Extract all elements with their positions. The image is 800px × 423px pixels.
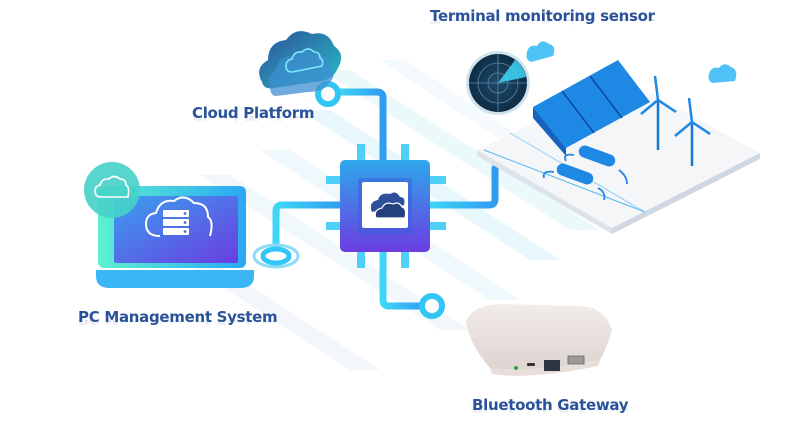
bluetooth-gateway-illustration — [466, 304, 612, 376]
pc-management-system-label: PC Management System PC Management Syste… — [78, 308, 278, 328]
radar-icon — [466, 51, 530, 115]
terminal-sensor-illustration — [466, 41, 760, 234]
cloud-badge — [84, 162, 140, 218]
cloud-platform-label: Cloud Platform Cloud Platform — [192, 104, 315, 124]
status-led — [514, 366, 518, 370]
circuit-traces — [272, 88, 499, 310]
resistor-icon — [542, 145, 628, 201]
chip-cloud-icon — [370, 192, 407, 219]
terminal-monitoring-sensor-label: Terminal monitoring sensor Terminal moni… — [430, 7, 655, 27]
trace-to-terminal — [424, 164, 499, 209]
cloud-outline-icon — [285, 48, 324, 73]
trace-to-cloud — [331, 88, 387, 164]
gateway-connector-ring — [419, 293, 445, 319]
usb-port — [567, 355, 585, 365]
server-stack-icon — [163, 210, 189, 235]
pc-connector-ring — [252, 243, 300, 269]
bluetooth-gateway-label: Bluetooth Gateway Bluetooth Gateway — [472, 396, 629, 416]
pc-management-illustration — [84, 162, 254, 288]
cloud-platform-illustration — [259, 31, 342, 96]
cloud-badge-icon — [94, 175, 130, 198]
wind-turbine-icon — [640, 75, 711, 166]
micro-usb-port — [527, 363, 535, 366]
ethernet-port — [544, 360, 560, 371]
central-chip — [326, 144, 446, 268]
small-cloud-icon — [526, 41, 555, 62]
trace-to-pc — [272, 201, 346, 254]
small-cloud-icon-right — [708, 64, 737, 83]
cloud-server-icon — [144, 196, 213, 237]
solar-panel-icon — [533, 60, 650, 156]
trace-to-gateway — [379, 248, 429, 310]
